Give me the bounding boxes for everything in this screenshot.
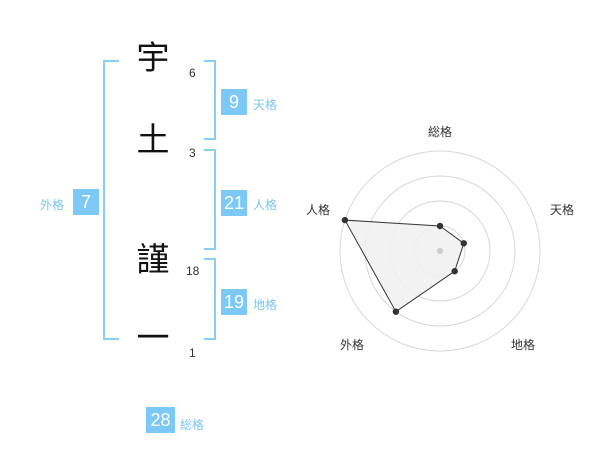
name-char-1: 宇 [136, 38, 170, 77]
stroke-count-4: 1 [189, 346, 196, 360]
radar-point-5 [341, 216, 349, 224]
radar-point-3 [451, 268, 458, 275]
radar-point-4 [392, 308, 400, 315]
tenkaku-label: 天格 [253, 98, 278, 112]
stroke-count-2: 3 [189, 146, 196, 160]
radar-axis-label-jinkaku: 人格 [306, 203, 331, 217]
radar-axis-label-gaikaku: 外格 [340, 338, 365, 352]
jinkaku-value-badge: 21 [221, 190, 247, 216]
chikaku-bracket [204, 258, 216, 340]
radar-axis-label-chikaku: 地格 [511, 338, 536, 352]
tenkaku-value-badge: 9 [221, 89, 247, 115]
soukaku-value-badge: 28 [146, 407, 175, 433]
name-char-2: 土 [136, 120, 170, 159]
radar-point-1 [436, 222, 444, 230]
chikaku-label: 地格 [253, 298, 278, 312]
jinkaku-label: 人格 [253, 198, 278, 212]
chikaku-value-badge: 19 [221, 289, 247, 315]
gaikaku-value-badge: 7 [73, 189, 99, 215]
radar-point-2 [460, 240, 467, 247]
radar-axis-label-soukaku: 総格 [428, 125, 453, 139]
radar-ring-4 [339, 150, 541, 352]
radar-center-dot [437, 248, 443, 254]
name-char-4: 一 [136, 318, 170, 357]
radar-series-polygon [344, 219, 465, 313]
stroke-count-1: 6 [189, 66, 196, 80]
tenkaku-bracket [204, 60, 216, 140]
stroke-count-3: 18 [186, 264, 200, 278]
jinkaku-bracket [204, 149, 216, 250]
soukaku-label: 総格 [180, 418, 205, 432]
name-char-3: 謹 [136, 240, 170, 279]
radar-axis-label-tenkaku: 天格 [550, 203, 575, 217]
gaikaku-bracket [103, 60, 119, 340]
gaikaku-label: 外格 [40, 198, 65, 212]
